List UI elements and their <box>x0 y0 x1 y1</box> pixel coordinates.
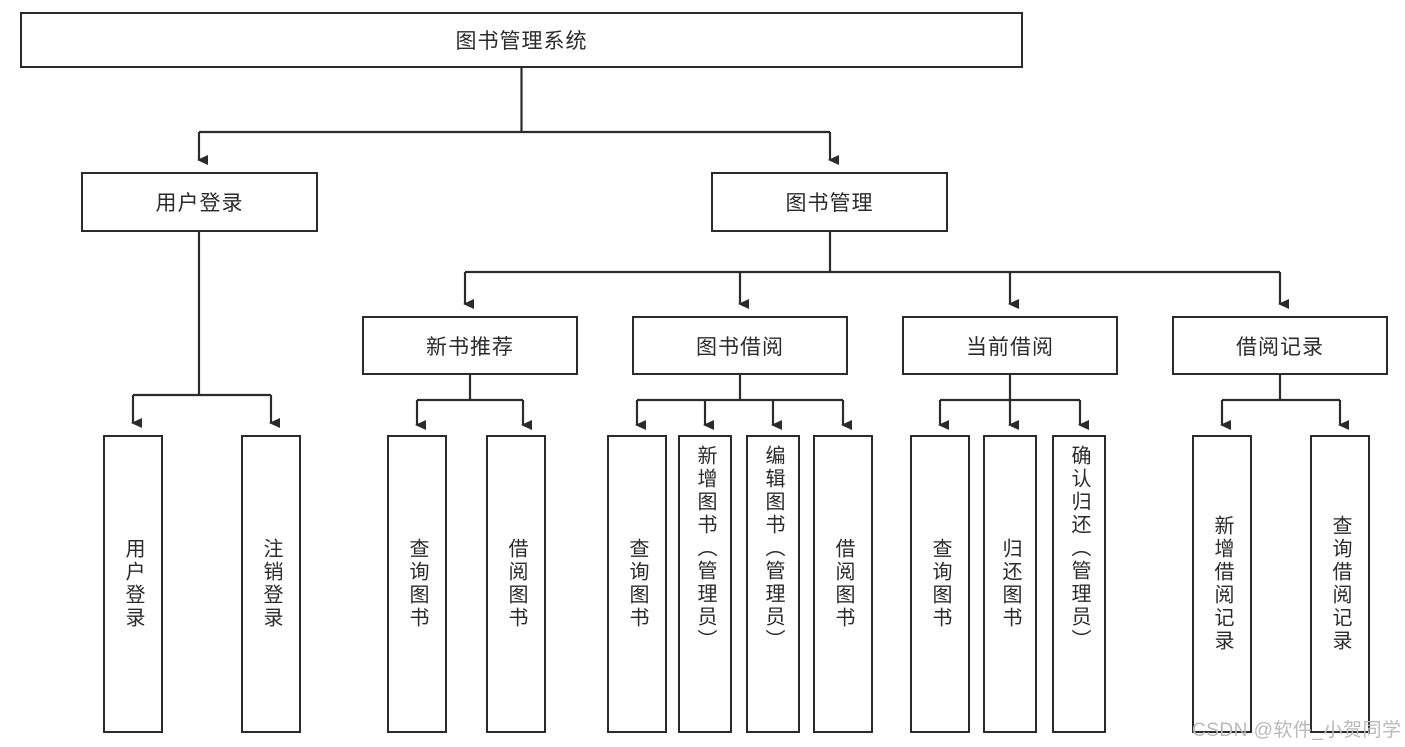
watermark: CSDN @软件_小贺同学 <box>1192 720 1402 741</box>
leaf-add-book-admin-label: 新增图书（管理员） <box>694 445 716 652</box>
leaf-borrow-book[interactable]: 借阅图书 <box>813 435 873 733</box>
node-borrow-record[interactable]: 借阅记录 <box>1172 316 1388 375</box>
node-user-login[interactable]: 用户登录 <box>81 172 318 232</box>
node-user-login-label: 用户登录 <box>155 192 244 215</box>
leaf-query-borrow-record[interactable]: 查询借阅记录 <box>1310 435 1370 733</box>
leaf-borrow-book-recommend-label: 借阅图书 <box>505 538 527 630</box>
node-current-borrow[interactable]: 当前借阅 <box>902 316 1118 375</box>
leaf-confirm-return-admin-label: 确认归还（管理员） <box>1068 445 1090 652</box>
leaf-logout[interactable]: 注销登录 <box>241 435 301 733</box>
leaf-edit-book-admin-label: 编辑图书（管理员） <box>762 445 784 652</box>
node-root-label: 图书管理系统 <box>455 30 588 53</box>
node-new-book-recommend-label: 新书推荐 <box>426 335 514 359</box>
leaf-query-book-recommend[interactable]: 查询图书 <box>387 435 447 733</box>
leaf-return-book-label: 归还图书 <box>999 538 1021 630</box>
node-root[interactable]: 图书管理系统 <box>20 12 1023 68</box>
node-book-management[interactable]: 图书管理 <box>711 172 948 232</box>
leaf-query-borrow-record-label: 查询借阅记录 <box>1329 515 1351 653</box>
node-new-book-recommend[interactable]: 新书推荐 <box>362 316 578 375</box>
node-book-borrow[interactable]: 图书借阅 <box>632 316 848 375</box>
leaf-borrow-book-recommend[interactable]: 借阅图书 <box>486 435 546 733</box>
leaf-query-book-current-label: 查询图书 <box>929 538 951 630</box>
leaf-add-borrow-record[interactable]: 新增借阅记录 <box>1192 435 1252 733</box>
leaf-add-book-admin[interactable]: 新增图书（管理员） <box>678 435 732 733</box>
leaf-return-book[interactable]: 归还图书 <box>983 435 1037 733</box>
leaf-user-login-label: 用户登录 <box>122 538 144 630</box>
leaf-add-borrow-record-label: 新增借阅记录 <box>1211 515 1233 653</box>
node-book-borrow-label: 图书借阅 <box>696 335 784 359</box>
leaf-edit-book-admin[interactable]: 编辑图书（管理员） <box>746 435 800 733</box>
leaf-query-book-current[interactable]: 查询图书 <box>910 435 970 733</box>
node-book-management-label: 图书管理 <box>785 192 874 215</box>
leaf-borrow-book-label: 借阅图书 <box>832 538 854 630</box>
leaf-query-book-recommend-label: 查询图书 <box>406 538 428 630</box>
leaf-logout-label: 注销登录 <box>260 538 282 630</box>
node-borrow-record-label: 借阅记录 <box>1236 335 1324 359</box>
leaf-user-login[interactable]: 用户登录 <box>103 435 163 733</box>
leaf-confirm-return-admin[interactable]: 确认归还（管理员） <box>1052 435 1106 733</box>
leaf-query-book-borrow[interactable]: 查询图书 <box>607 435 667 733</box>
node-current-borrow-label: 当前借阅 <box>966 335 1054 359</box>
leaf-query-book-borrow-label: 查询图书 <box>626 538 648 630</box>
